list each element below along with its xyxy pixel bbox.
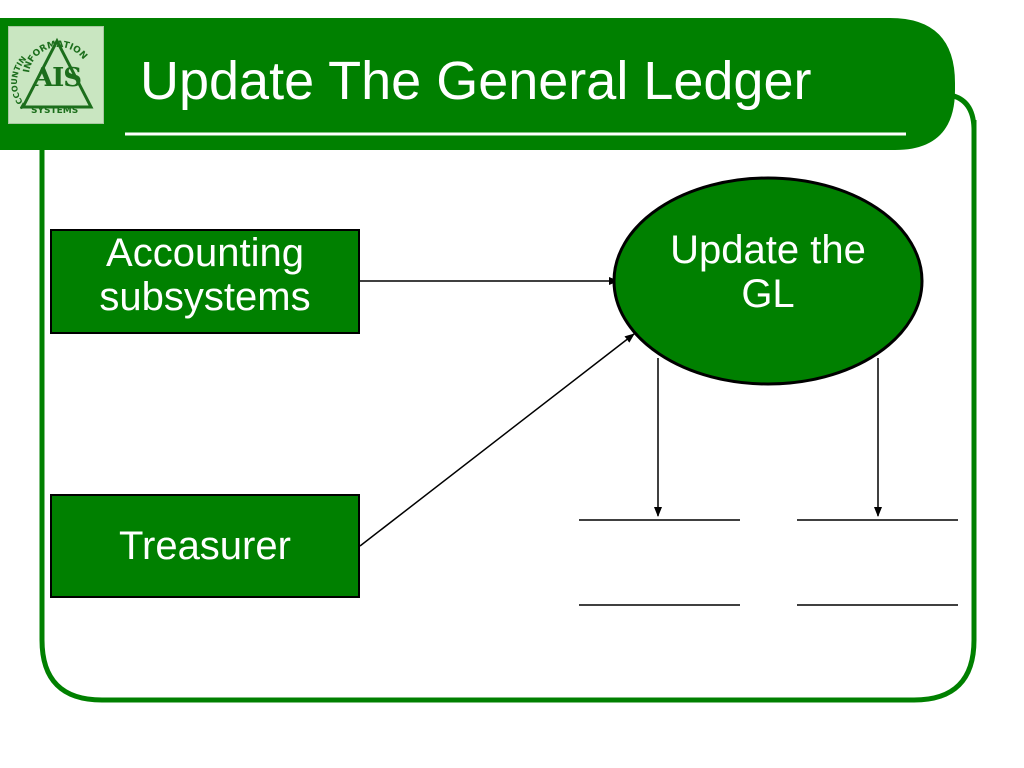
banner-corner-accent — [949, 92, 977, 131]
arrow-treasurer-to-process — [359, 333, 635, 547]
accounting-label-line2: subsystems — [99, 275, 311, 319]
logo-arc-bottom: SYSTEMS — [31, 106, 78, 116]
title-banner — [0, 18, 955, 150]
process-label-line1: Update the — [670, 228, 866, 272]
source-box-treasurer: Treasurer — [50, 494, 360, 598]
content-frame — [39, 120, 977, 703]
process-label-line2: GL — [741, 272, 795, 316]
svg-text:SYSTEMS: SYSTEMS — [31, 106, 78, 116]
source-box-accounting-subsystems: Accounting subsystems — [50, 229, 360, 334]
ais-logo: INFORMATION ACCOUNTING SYSTEMS AIS — [8, 26, 104, 124]
logo-emblem: INFORMATION ACCOUNTING SYSTEMS — [9, 27, 94, 116]
slide-title: Update The General Ledger — [140, 51, 812, 111]
data-store-1 — [579, 519, 740, 606]
logo-initials: AIS — [32, 63, 82, 93]
accounting-label-line1: Accounting — [106, 231, 304, 275]
data-store-2 — [797, 519, 958, 606]
process-ellipse — [612, 176, 924, 386]
treasurer-label: Treasurer — [119, 524, 291, 568]
process-label: Update the GL — [632, 228, 904, 316]
